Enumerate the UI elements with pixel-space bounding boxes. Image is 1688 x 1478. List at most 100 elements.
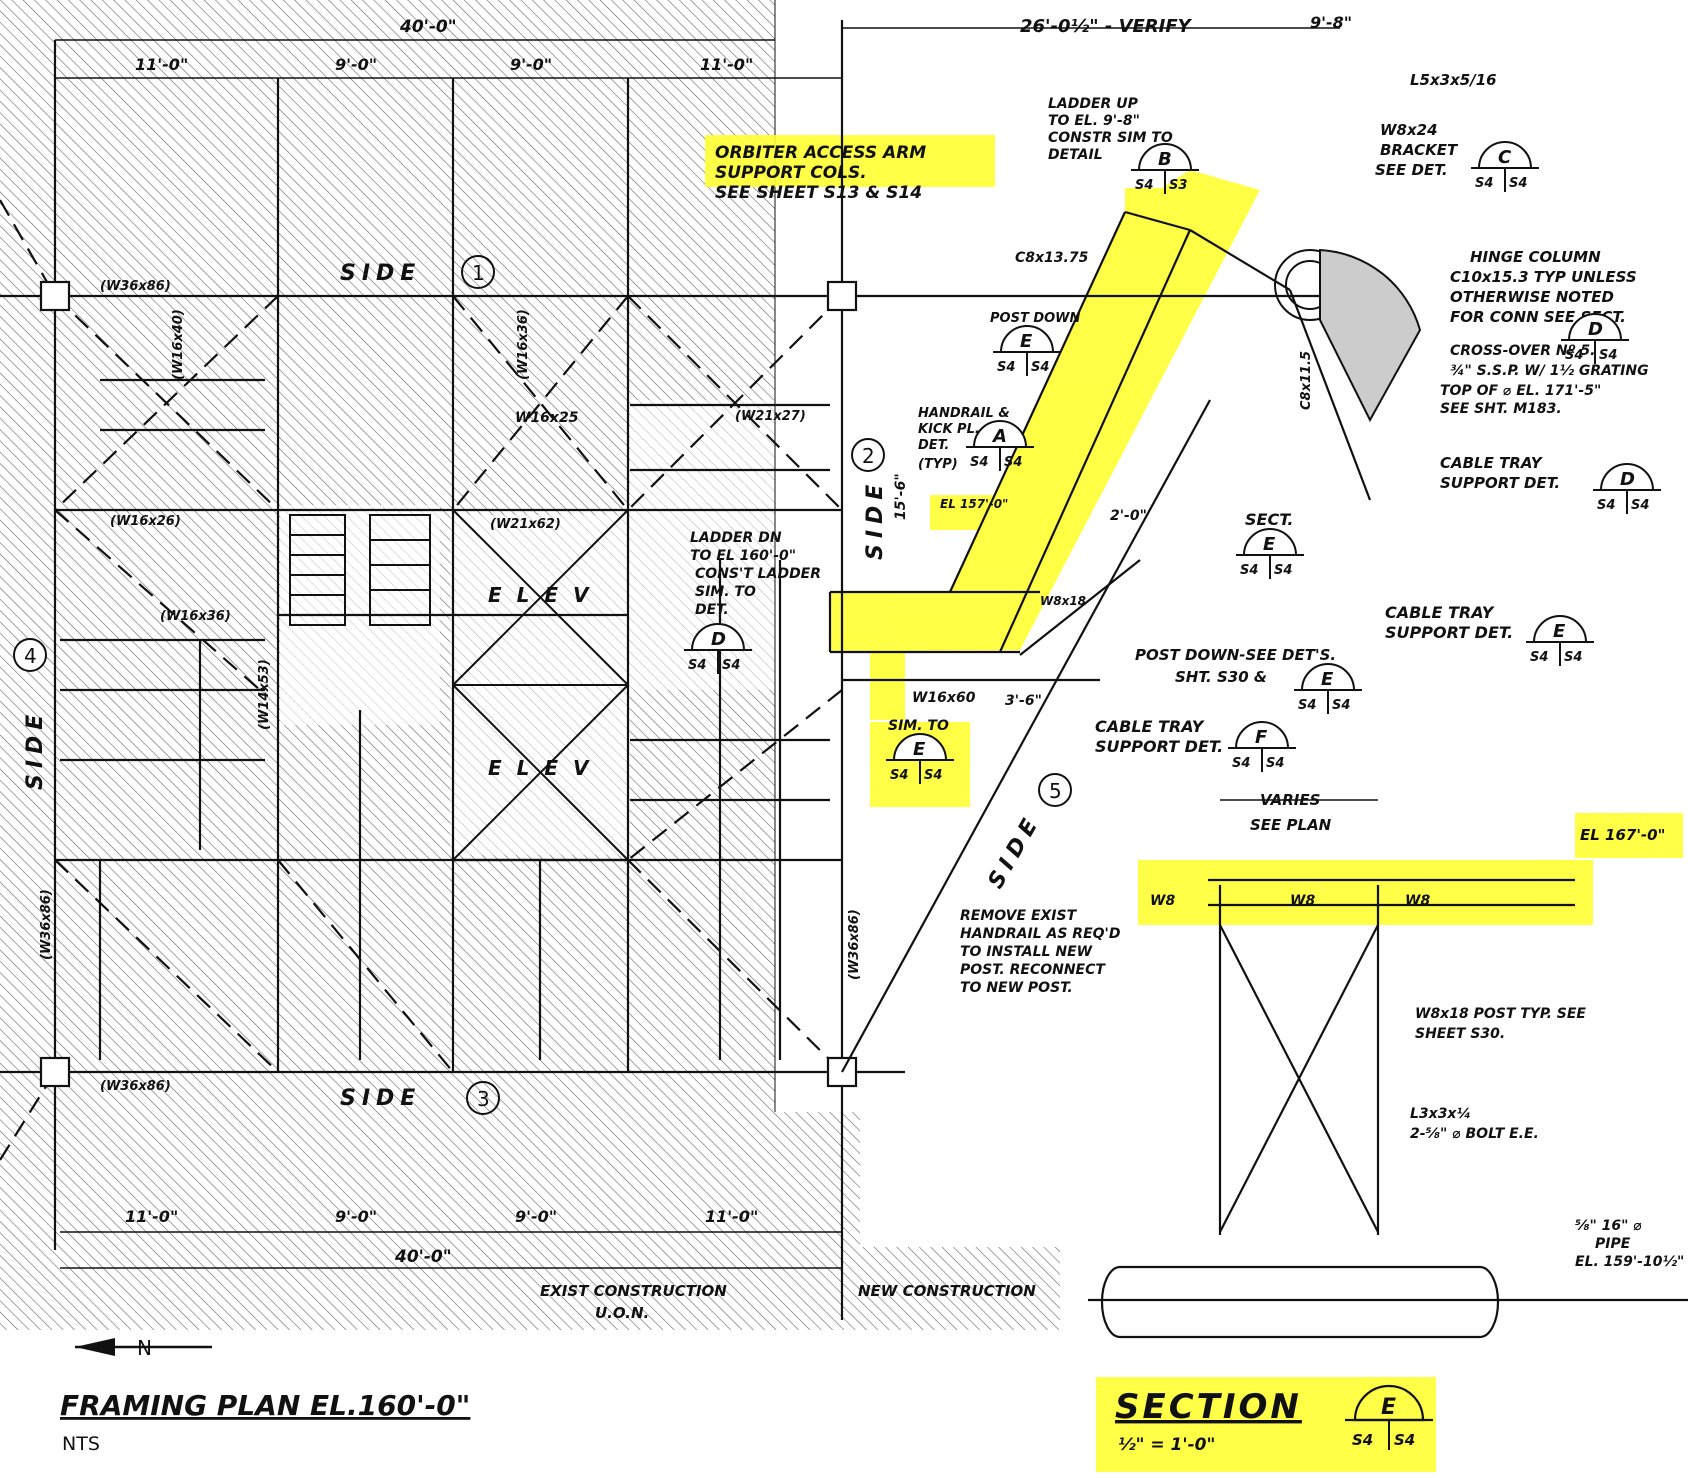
svg-text:S4: S4 bbox=[997, 360, 1015, 375]
svg-text:1: 1 bbox=[472, 261, 485, 285]
svg-text:SIM. TO: SIM. TO bbox=[695, 584, 756, 600]
note-ladder-dn: LADDER DN TO EL 160'-0" CONS'T LADDER SI… bbox=[690, 530, 821, 618]
svg-text:DETAIL: DETAIL bbox=[1048, 147, 1103, 163]
svg-text:E: E bbox=[1263, 534, 1276, 555]
svg-text:SIDE: SIDE bbox=[23, 709, 48, 790]
svg-text:ORBITER ACCESS ARM: ORBITER ACCESS ARM bbox=[715, 143, 926, 163]
note-w8-left: W8 bbox=[1150, 893, 1175, 909]
svg-text:DET.: DET. bbox=[918, 438, 949, 453]
dim-top-bay-1: 11'-0" bbox=[135, 55, 188, 74]
svg-text:SUPPORT DET.: SUPPORT DET. bbox=[1440, 474, 1560, 492]
svg-text:S4: S4 bbox=[1509, 176, 1527, 191]
member-c8-13: C8x13.75 bbox=[1015, 250, 1089, 266]
member-w16-60: W16x60 bbox=[912, 690, 976, 706]
member-w16-25: W16x25 bbox=[515, 410, 579, 426]
svg-text:BRACKET: BRACKET bbox=[1380, 141, 1459, 159]
svg-text:TO EL 160'-0": TO EL 160'-0" bbox=[690, 548, 796, 564]
svg-text:SUPPORT COLS.: SUPPORT COLS. bbox=[715, 163, 867, 183]
svg-text:CROSS-OVER Nº 5.: CROSS-OVER Nº 5. bbox=[1450, 343, 1595, 359]
dim-bottom-bay-3: 9'-0" bbox=[515, 1207, 557, 1226]
svg-text:S4: S4 bbox=[1274, 563, 1292, 578]
new-construction-lines bbox=[828, 210, 1372, 1073]
member-w16-26: (W16x26) bbox=[110, 514, 181, 529]
detail-bubble-b12: D S4 S4 bbox=[1561, 313, 1629, 364]
svg-text:SHT. S30 &: SHT. S30 & bbox=[1175, 668, 1267, 686]
note-cable-3: CABLE TRAY SUPPORT DET. bbox=[1095, 717, 1223, 756]
hinge-column bbox=[1274, 248, 1422, 423]
svg-text:3: 3 bbox=[477, 1087, 490, 1111]
svg-text:S4: S4 bbox=[1565, 348, 1583, 363]
dim-side2: 15'-6" bbox=[893, 473, 909, 520]
svg-text:PIPE: PIPE bbox=[1595, 1236, 1631, 1252]
svg-text:S4: S4 bbox=[924, 768, 942, 783]
svg-text:S3: S3 bbox=[1169, 178, 1187, 193]
section-elevation bbox=[1088, 799, 1688, 1339]
svg-text:SUPPORT DET.: SUPPORT DET. bbox=[1385, 623, 1513, 642]
svg-text:S4: S4 bbox=[1135, 178, 1153, 193]
svg-text:B: B bbox=[1158, 149, 1172, 170]
svg-text:CABLE TRAY: CABLE TRAY bbox=[1440, 454, 1544, 472]
svg-text:2: 2 bbox=[862, 444, 875, 468]
svg-text:SUPPORT DET.: SUPPORT DET. bbox=[1095, 737, 1223, 756]
svg-text:E: E bbox=[1553, 621, 1566, 642]
dim-overall-bottom: 40'-0" bbox=[394, 1247, 452, 1267]
section-bubble: E S4 S4 bbox=[1345, 1384, 1433, 1450]
note-w8-post: W8x18 POST TYP. SEE SHEET S30. bbox=[1415, 1006, 1586, 1042]
section-scale: ½" = 1'-0" bbox=[1118, 1435, 1215, 1455]
svg-text:D: D bbox=[1588, 319, 1603, 340]
note-sim-to: SIM. TO bbox=[888, 718, 949, 734]
note-cable-1: CABLE TRAY SUPPORT DET. bbox=[1440, 454, 1560, 492]
svg-text:TOP OF ⌀ EL. 171'-5": TOP OF ⌀ EL. 171'-5" bbox=[1440, 383, 1601, 399]
note-angles: L3x3x¼ 2-⅝" ⌀ BOLT E.E. bbox=[1410, 1106, 1539, 1142]
svg-text:S4: S4 bbox=[1394, 1431, 1415, 1449]
grid-lines bbox=[0, 20, 1360, 1320]
svg-text:S4: S4 bbox=[1599, 348, 1617, 363]
svg-text:S4: S4 bbox=[1240, 563, 1258, 578]
side-3-label: SIDE 3 bbox=[340, 1081, 500, 1115]
svg-text:CONS'T LADDER: CONS'T LADDER bbox=[695, 566, 821, 582]
dim-2-0: 2'-0" bbox=[1110, 508, 1147, 524]
svg-text:(TYP): (TYP) bbox=[918, 457, 958, 472]
note-w8-right: W8 bbox=[1405, 893, 1430, 909]
note-orbiter: ORBITER ACCESS ARM SUPPORT COLS. SEE SHE… bbox=[715, 143, 926, 203]
north-label: N bbox=[137, 1336, 152, 1360]
svg-text:SIDE: SIDE bbox=[984, 810, 1046, 893]
member-w14-53: (W14x53) bbox=[257, 659, 272, 730]
svg-text:S4: S4 bbox=[890, 768, 908, 783]
dim-3-6: 3'-6" bbox=[1005, 693, 1042, 709]
column-markers bbox=[39, 280, 858, 1088]
svg-text:F: F bbox=[1255, 727, 1268, 748]
svg-text:CONSTR SIM TO: CONSTR SIM TO bbox=[1048, 130, 1173, 146]
svg-text:S4: S4 bbox=[1352, 1431, 1373, 1449]
svg-text:VARIES: VARIES bbox=[1260, 791, 1320, 809]
member-w36-86-v2: (W36x86) bbox=[847, 909, 862, 980]
side-4-label: 4 SIDE bbox=[13, 638, 48, 790]
svg-text:E: E bbox=[1321, 669, 1334, 690]
section-title: SECTION bbox=[1115, 1387, 1302, 1427]
dim-bottom-bay-1: 11'-0" bbox=[125, 1207, 178, 1226]
member-w36-86-a: (W36x86) bbox=[100, 279, 171, 294]
member-w16-36: (W16x36) bbox=[160, 609, 231, 624]
svg-text:D: D bbox=[711, 629, 726, 650]
elevator-shafts bbox=[452, 509, 629, 861]
svg-text:DET.: DET. bbox=[695, 602, 729, 618]
svg-text:HINGE COLUMN: HINGE COLUMN bbox=[1470, 248, 1601, 266]
svg-text:2-⅝" ⌀ BOLT E.E.: 2-⅝" ⌀ BOLT E.E. bbox=[1410, 1126, 1539, 1142]
svg-text:S4: S4 bbox=[1631, 498, 1649, 513]
member-w21-62: (W21x62) bbox=[490, 517, 561, 532]
dim-verify: 26'-0½" - VERIFY bbox=[1020, 16, 1193, 37]
svg-text:S4: S4 bbox=[722, 658, 740, 673]
detail-bubble-b9: E S4 S4 bbox=[1294, 663, 1362, 714]
detail-bubble-b6: E S4 S4 bbox=[1236, 528, 1304, 579]
member-w16-36b: (W16x36) bbox=[516, 309, 531, 380]
note-w8-24: W8x24 BRACKET SEE DET. bbox=[1375, 121, 1459, 179]
svg-text:S4: S4 bbox=[1332, 698, 1350, 713]
svg-text:S4: S4 bbox=[1298, 698, 1316, 713]
note-w8-mid: W8 bbox=[1290, 893, 1315, 909]
svg-text:S4: S4 bbox=[1004, 455, 1022, 470]
